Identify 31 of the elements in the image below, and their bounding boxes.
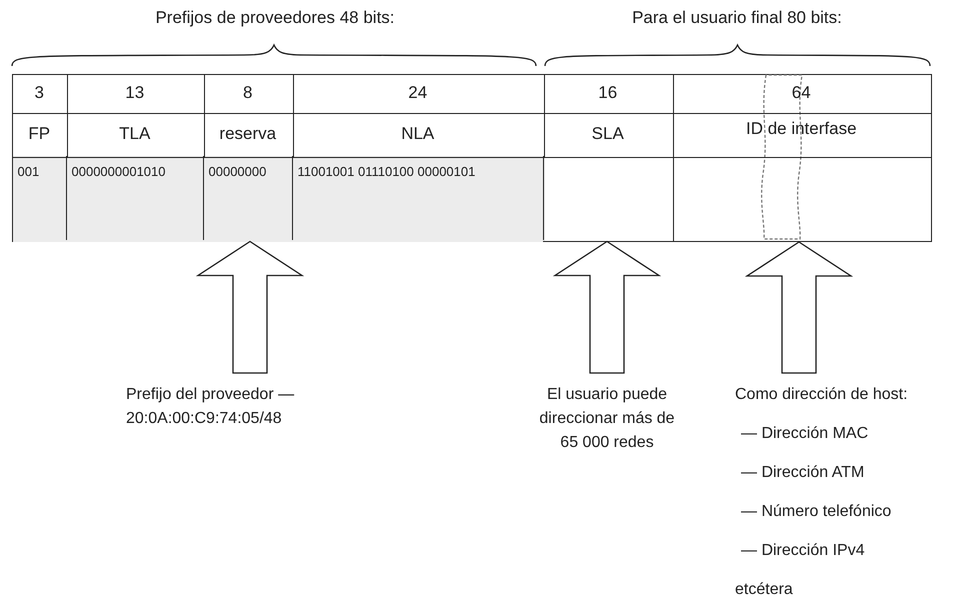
table-cell: 64 (672, 74, 932, 114)
table-cell: 16 (543, 74, 674, 114)
table-cell: reserva (203, 112, 294, 158)
table-cell: 0000000001010 (66, 156, 204, 240)
annotation-text: Como dirección de host: (735, 385, 908, 405)
annotation-text: Prefijo del proveedor — 20:0A:00:C9:74:05/48 (126, 383, 356, 431)
table-cell: NLA (292, 112, 544, 158)
shaded-region (12, 156, 544, 242)
list-item: etcétera (735, 580, 794, 600)
annotation-text: El usuario puede direccionar más de 65 000 redes (532, 383, 682, 455)
table-cell: 00000000 (202, 156, 293, 240)
table-cell (543, 156, 674, 242)
table-cell: TLA (66, 112, 204, 158)
table-cell: 3 (12, 74, 68, 114)
table-cell: 11001001 01110100 00000101 (292, 156, 544, 240)
table-cell: 8 (203, 74, 294, 114)
list-item: — Dirección MAC (740, 424, 870, 444)
table-cell: ID de interfase (672, 112, 932, 158)
section-heading: Prefijos de proveedores 48 bits: (154, 8, 396, 28)
block-arrow (196, 240, 304, 374)
table-cell: 24 (292, 74, 544, 114)
list-item: — Dirección IPv4 (740, 541, 866, 561)
section-heading: Para el usuario final 80 bits: (631, 8, 843, 28)
block-arrow (552, 240, 662, 374)
table-cell: 001 (12, 156, 67, 240)
table-cell: 13 (66, 74, 204, 114)
table-cell: FP (12, 112, 68, 158)
block-arrow (744, 241, 854, 374)
table-cell: SLA (543, 112, 674, 158)
list-item: — Dirección ATM (740, 463, 866, 483)
list-item: — Número telefónico (740, 502, 892, 522)
